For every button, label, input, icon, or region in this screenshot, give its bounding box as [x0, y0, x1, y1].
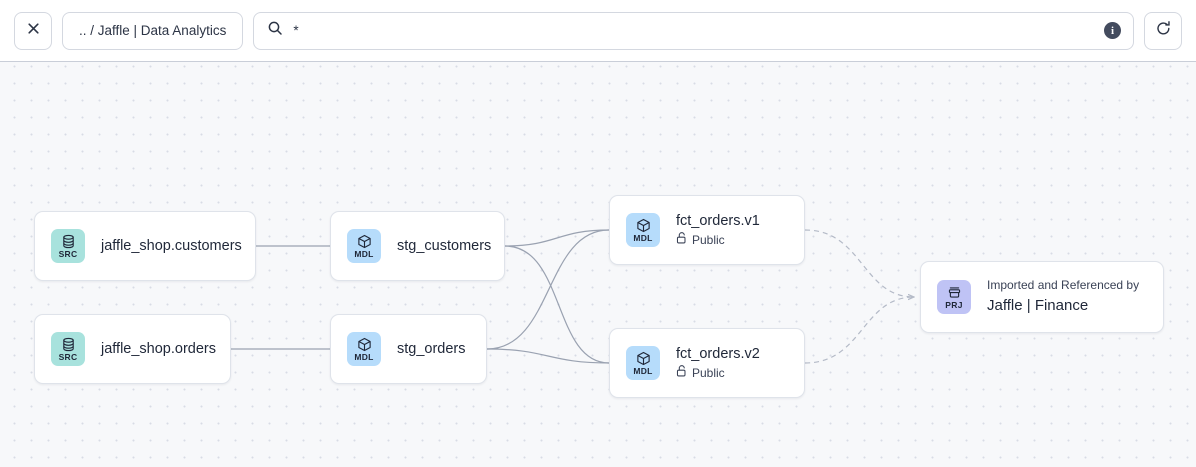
- database-icon: [61, 234, 76, 249]
- node-body: fct_orders.v1 Public: [676, 212, 760, 248]
- unlock-icon: [676, 365, 687, 381]
- mdl-badge-label: MDL: [633, 365, 653, 376]
- search-box[interactable]: i: [253, 11, 1134, 50]
- src-badge-label: SRC: [58, 248, 78, 259]
- src-badge: SRC: [51, 332, 85, 366]
- breadcrumb-label: .. / Jaffle | Data Analytics: [79, 23, 227, 38]
- node-relationship-label: Imported and Referenced by: [987, 278, 1140, 293]
- prj-badge-label: PRJ: [945, 299, 963, 310]
- node-visibility-label: Public: [692, 232, 725, 247]
- edge-stg_customers-fct_orders_v2: [504, 245, 610, 364]
- node-title: fct_orders.v2: [676, 345, 760, 362]
- cube-icon: [636, 218, 651, 233]
- graph-node-stg-customers[interactable]: MDL stg_customers: [330, 211, 505, 281]
- cube-icon: [357, 234, 372, 249]
- node-body: stg_orders: [397, 340, 466, 358]
- edge-stg_orders-fct_orders_v1: [486, 229, 610, 350]
- node-visibility-label: Public: [692, 365, 725, 380]
- edge-stg_orders-fct_orders_v2: [486, 348, 610, 364]
- graph-node-prj-finance[interactable]: PRJ Imported and Referenced by Jaffle | …: [920, 261, 1164, 333]
- graph-node-stg-orders[interactable]: MDL stg_orders: [330, 314, 487, 384]
- mdl-badge: MDL: [347, 229, 381, 263]
- node-title: jaffle_shop.customers: [101, 237, 242, 254]
- src-badge: SRC: [51, 229, 85, 263]
- graph-node-fct-orders-v1[interactable]: MDL fct_orders.v1 Public: [609, 195, 805, 265]
- close-button[interactable]: [14, 11, 52, 50]
- mdl-badge-label: MDL: [354, 248, 374, 259]
- edge-stg_customers-fct_orders_v1: [504, 229, 610, 247]
- graph-node-src-customers[interactable]: SRC jaffle_shop.customers: [34, 211, 256, 281]
- node-body: jaffle_shop.orders: [101, 340, 217, 358]
- edge-fct_orders_v1-prj_finance: [804, 229, 914, 297]
- archive-icon: [947, 285, 962, 300]
- refresh-icon: [1155, 20, 1172, 42]
- mdl-badge-label: MDL: [633, 232, 653, 243]
- src-badge-label: SRC: [58, 351, 78, 362]
- node-project-name: Jaffle | Finance: [987, 297, 1089, 315]
- graph-node-fct-orders-v2[interactable]: MDL fct_orders.v2 Public: [609, 328, 805, 398]
- cube-icon: [357, 337, 372, 352]
- node-title: stg_customers: [397, 237, 492, 254]
- mdl-badge: MDL: [347, 332, 381, 366]
- node-body: jaffle_shop.customers: [101, 237, 242, 255]
- node-title: jaffle_shop.orders: [101, 340, 217, 357]
- node-visibility: Public: [676, 365, 760, 381]
- node-title: fct_orders.v1: [676, 212, 760, 229]
- node-title: stg_orders: [397, 340, 466, 357]
- close-icon: [26, 21, 41, 41]
- node-body: stg_customers: [397, 237, 492, 255]
- database-icon: [61, 337, 76, 352]
- edge-fct_orders_v2-prj_finance: [804, 297, 914, 364]
- breadcrumb[interactable]: .. / Jaffle | Data Analytics: [62, 11, 244, 50]
- refresh-button[interactable]: [1144, 11, 1182, 50]
- top-toolbar: .. / Jaffle | Data Analytics i: [0, 0, 1196, 62]
- unlock-icon: [676, 232, 687, 248]
- node-visibility: Public: [676, 232, 760, 248]
- node-body: fct_orders.v2 Public: [676, 345, 760, 381]
- search-input[interactable]: [293, 23, 1094, 38]
- node-body: Imported and Referenced by Jaffle | Fina…: [987, 278, 1139, 315]
- graph-node-src-orders[interactable]: SRC jaffle_shop.orders: [34, 314, 231, 384]
- mdl-badge-label: MDL: [354, 351, 374, 362]
- cube-icon: [636, 351, 651, 366]
- mdl-badge: MDL: [626, 346, 660, 380]
- search-icon: [267, 20, 283, 41]
- info-icon[interactable]: i: [1104, 22, 1121, 39]
- mdl-badge: MDL: [626, 213, 660, 247]
- prj-badge: PRJ: [937, 280, 971, 314]
